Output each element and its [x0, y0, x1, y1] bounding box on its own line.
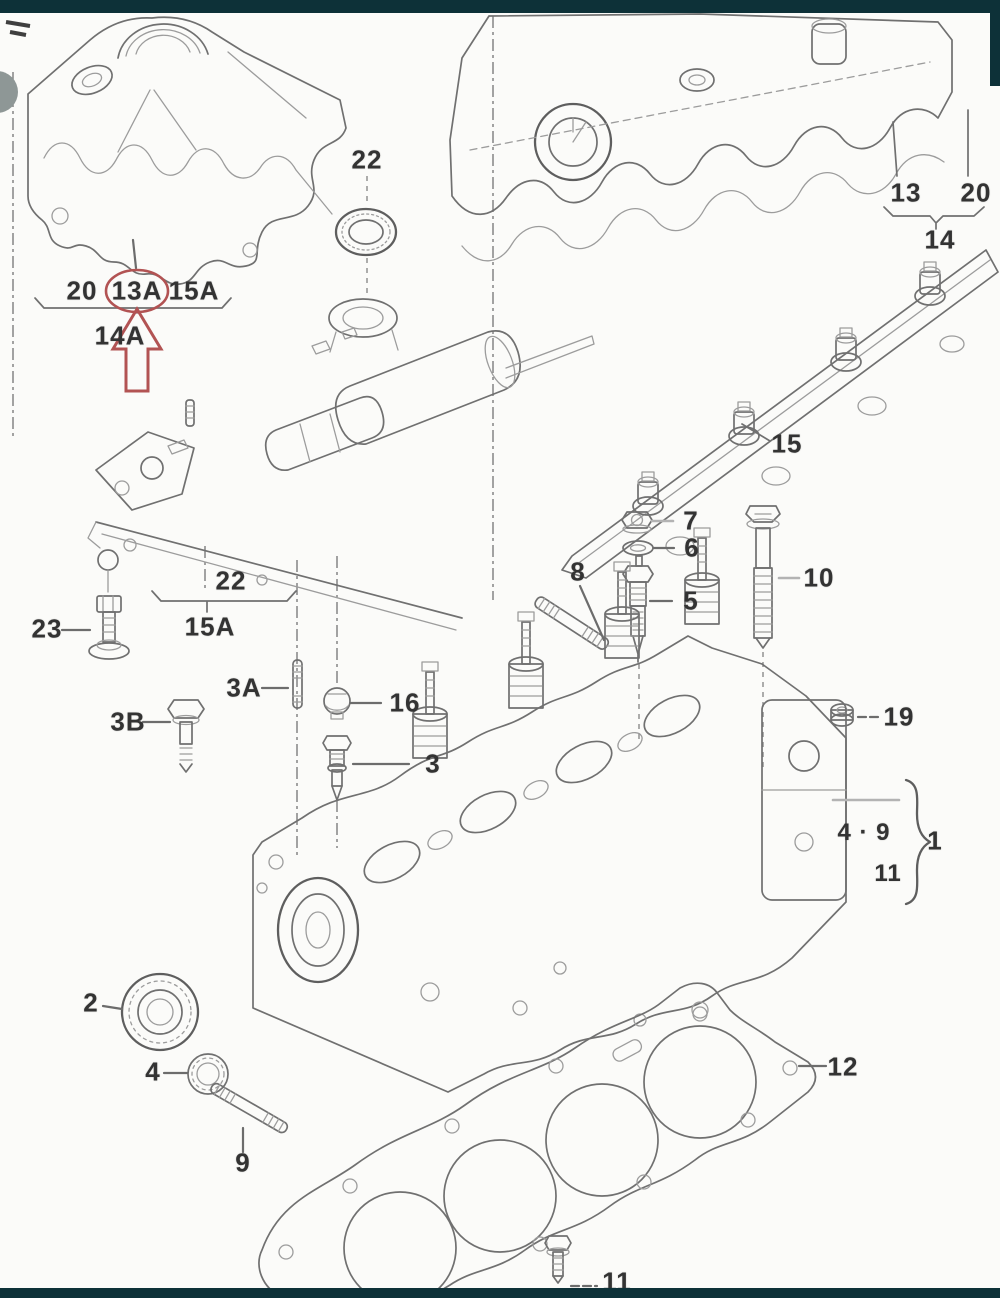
stud-3a-drawing	[292, 659, 303, 709]
camshaft-seal-2-drawing	[120, 972, 200, 1052]
part-label-3: 3	[425, 748, 441, 779]
part-label-9: 9	[235, 1147, 251, 1178]
highlight-arrow-icon	[110, 306, 164, 393]
part-label-11-brace: 11	[874, 860, 902, 887]
part-label-10: 10	[803, 562, 835, 593]
stud-9-drawing	[210, 1082, 289, 1134]
part-label-23: 23	[31, 613, 63, 644]
part-label-13: 13	[890, 177, 922, 208]
part-label-6: 6	[684, 532, 700, 563]
edge-artifacts	[0, 20, 31, 113]
part-label-15a-mid: 15A	[184, 611, 236, 642]
part-label-8: 8	[570, 556, 586, 587]
part-label-4: 4	[145, 1056, 161, 1087]
part-label-14a: 14A	[94, 320, 146, 351]
part-label-16: 16	[389, 687, 421, 718]
seal-4-drawing	[187, 1053, 229, 1095]
rail-towers	[632, 261, 946, 516]
part-label-14: 14	[924, 224, 956, 255]
part-label-19: 19	[883, 701, 915, 732]
bolt-3b-drawing	[167, 699, 205, 773]
bolt-23-drawing	[88, 595, 130, 660]
part-label-4-9: 4 · 9	[837, 819, 891, 846]
part-label-7: 7	[683, 505, 699, 536]
part-label-1: 1	[927, 825, 943, 856]
cap-nut-16-drawing	[323, 687, 351, 720]
brace-for-1	[904, 778, 932, 906]
bolt-10-drawing	[745, 505, 781, 649]
cylinder-head-drawing	[252, 527, 847, 1093]
part-label-22-mid: 22	[215, 565, 247, 596]
valve-cover-right-drawing	[449, 13, 953, 262]
part-label-15: 15	[771, 428, 803, 459]
part-label-12: 12	[827, 1051, 859, 1082]
camshaft-seal-22-drawing	[334, 176, 398, 298]
nut-7-drawing	[621, 511, 653, 534]
frame-bar-bottom	[0, 1288, 1000, 1298]
part-label-20-right: 20	[960, 177, 992, 208]
head-gasket-drawing	[258, 982, 817, 1298]
part-label-5: 5	[683, 585, 699, 616]
part-label-3b: 3B	[110, 706, 146, 737]
cam-housing-drawing	[87, 298, 595, 631]
frame-bar-top	[0, 0, 1000, 13]
part-label-20-left: 20	[66, 275, 98, 306]
bolt-11-drawing	[544, 1235, 572, 1284]
plug-19-drawing	[830, 703, 854, 727]
bracket-22-15a	[151, 590, 297, 613]
highlight-circle-13a	[104, 268, 170, 314]
valve-cover-left-drawing	[27, 16, 347, 285]
part-label-13a: 13A	[111, 275, 163, 306]
leader-lines	[60, 519, 932, 1288]
frame-bar-right	[990, 0, 1000, 86]
part-label-3a: 3A	[226, 672, 262, 703]
rocker-rail-15-drawing	[561, 249, 999, 579]
bracket-13-20-14	[883, 109, 985, 230]
head-towers	[412, 527, 720, 759]
part-label-2: 2	[83, 987, 99, 1018]
part-label-15a-top: 15A	[168, 275, 220, 306]
part-label-22-top: 22	[351, 144, 383, 175]
